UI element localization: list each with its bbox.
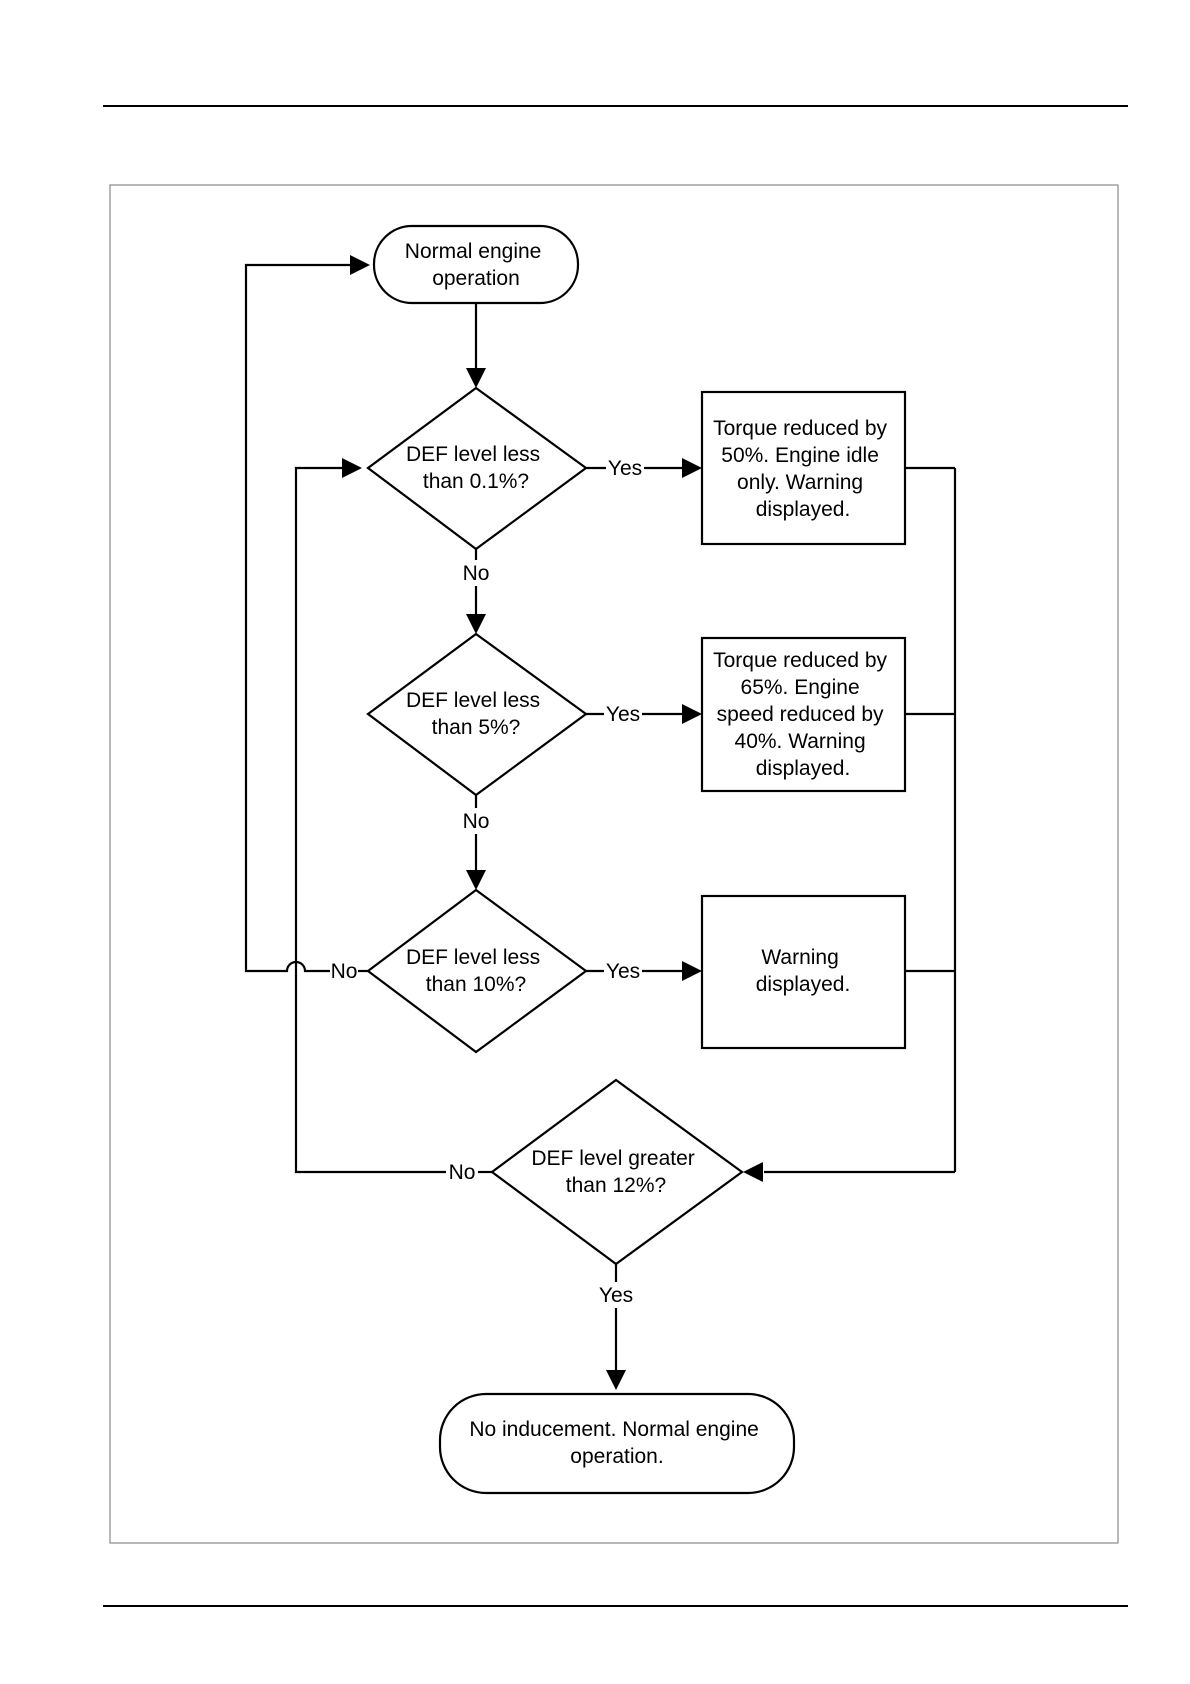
decision-4-line: than 12%?: [566, 1174, 666, 1197]
decision-3-line: than 10%?: [426, 973, 526, 996]
svg-text:DEF level less than 10%?: DEF level less than 10%?: [406, 946, 546, 996]
svg-text:No inducement. Normal engine: No inducement. Normal engine operation.: [469, 1418, 764, 1468]
arrowhead-right: [350, 255, 370, 275]
connector-loop-to-decision-1: [294, 466, 446, 1174]
action-2-line: 40%. Warning: [735, 730, 866, 753]
action-2-line: Torque reduced by: [713, 649, 887, 672]
action-2-line: 65%. Engine: [741, 676, 860, 699]
svg-text:DEF level greater than 1: DEF level greater than 12%?: [531, 1147, 700, 1197]
decision-4: DEF level greater than 12%?: [490, 1078, 744, 1266]
arrowhead-down: [466, 614, 486, 634]
action-1-line: only. Warning: [737, 471, 863, 494]
action-1-line: displayed.: [756, 498, 851, 521]
decision-2: DEF level less than 5%?: [366, 632, 588, 797]
arrowheads: [342, 255, 763, 1390]
connector-loop-to-start: [244, 263, 352, 973]
arrowhead-right: [682, 458, 702, 478]
end-line: No inducement. Normal engine: [469, 1418, 759, 1441]
decision-3: DEF level less than 10%?: [366, 888, 588, 1054]
decision-1-yes-label: Yes: [608, 457, 642, 480]
decision-1-no-label: No: [463, 562, 490, 585]
start-line: Normal engine: [405, 240, 542, 263]
action-3: Warning displayed.: [700, 894, 907, 1050]
svg-text:DEF level less than 5%?: DEF level less than 5%?: [406, 689, 546, 739]
end-terminator: No inducement. Normal engine operation.: [438, 1392, 796, 1495]
diagram-frame: [109, 184, 1119, 1544]
arrowhead-right: [682, 704, 702, 724]
arrowhead-right: [682, 961, 702, 981]
arrowhead-right: [342, 458, 362, 478]
decision-3-yes-label: Yes: [606, 960, 640, 983]
header-rule: [103, 105, 1128, 107]
start-terminator: Normal engine operation: [372, 224, 580, 305]
decision-4-no-label: No: [449, 1161, 476, 1184]
branch-labels: Yes No Yes No Yes No No Yes: [331, 457, 643, 1307]
decision-2-yes-label: Yes: [606, 703, 640, 726]
decision-2-line: DEF level less: [406, 689, 540, 712]
arrowhead-down: [606, 1370, 626, 1390]
decision-2-no-label: No: [463, 810, 490, 833]
decision-1-line: DEF level less: [406, 443, 540, 466]
footer-rule: [103, 1605, 1128, 1607]
svg-text:Torque reduced by 50%.: Torque reduced by 50%. Engine idle only.…: [713, 417, 893, 521]
connectors: [244, 263, 957, 1370]
arrowhead-down: [466, 368, 486, 388]
svg-text:Torque reduced by 65%.: Torque reduced by 65%. Engine speed redu…: [713, 649, 893, 780]
action-2-line: speed reduced by: [717, 703, 884, 726]
action-3-line: displayed.: [756, 973, 851, 996]
decision-2-line: than 5%?: [432, 716, 521, 739]
action-3-line: Warning: [761, 946, 838, 969]
action-2-line: displayed.: [756, 757, 851, 780]
decision-1-line: than 0.1%?: [423, 470, 529, 493]
decision-4-yes-label: Yes: [599, 1284, 633, 1307]
arrowhead-down: [466, 870, 486, 890]
decision-3-line: DEF level less: [406, 946, 540, 969]
decision-4-line: DEF level greater: [531, 1147, 694, 1170]
action-1-line: 50%. Engine idle: [721, 444, 879, 467]
end-line: operation.: [570, 1445, 663, 1468]
decision-3-no-label: No: [331, 960, 358, 983]
arrowhead-left: [743, 1162, 763, 1182]
svg-text:DEF level less than 0.1%: DEF level less than 0.1%?: [406, 443, 546, 493]
decision-1: DEF level less than 0.1%?: [366, 386, 588, 551]
svg-text:Warning displayed.: Warning displayed.: [756, 946, 851, 996]
action-2: Torque reduced by 65%. Engine speed redu…: [700, 636, 907, 793]
svg-text:Normal engine operation: Normal engine operation: [405, 240, 547, 290]
start-line: operation: [432, 267, 520, 290]
action-1-line: Torque reduced by: [713, 417, 887, 440]
action-1: Torque reduced by 50%. Engine idle only.…: [700, 390, 907, 546]
